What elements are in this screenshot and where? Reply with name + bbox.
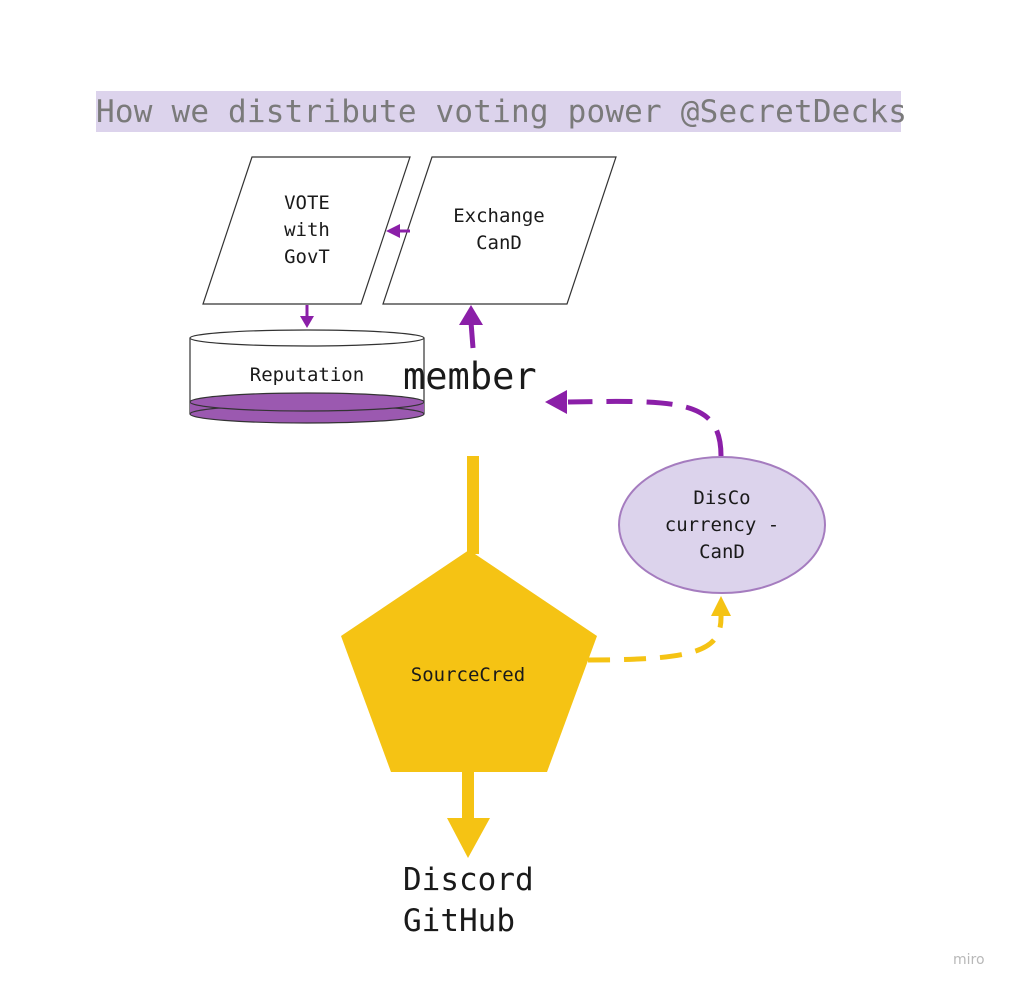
vote-parallelogram[interactable] bbox=[202, 156, 411, 305]
exchange-label: Exchange CanD bbox=[453, 205, 545, 254]
member-to-exchange-arrow bbox=[468, 321, 476, 349]
disco-ellipse[interactable] bbox=[618, 456, 826, 594]
member-label[interactable]: member bbox=[403, 355, 537, 398]
exchange-to-vote-arrowhead bbox=[386, 224, 400, 238]
sourcecred-to-sources-arrowhead bbox=[447, 818, 490, 858]
miro-watermark: miro bbox=[953, 952, 985, 968]
reputation-cylinder[interactable] bbox=[189, 329, 425, 424]
sourcecred-to-disco-arrow bbox=[587, 614, 724, 663]
sourcecred-label: SourceCred bbox=[410, 664, 526, 686]
disco-label: DisCo currency - CanD bbox=[664, 487, 780, 563]
diagram-title: How we distribute voting power @SecretDe… bbox=[96, 94, 908, 130]
title-highlight bbox=[96, 91, 901, 132]
vote-label: VOTE with GovT bbox=[284, 192, 330, 268]
member-to-exchange-arrowhead bbox=[459, 305, 483, 325]
disco-to-member-arrowhead bbox=[545, 390, 567, 414]
disco-to-member-arrow bbox=[567, 398, 724, 457]
vote-to-reputation-arrowhead bbox=[300, 316, 314, 328]
member-to-sourcecred-connector bbox=[467, 456, 479, 554]
sourcecred-to-sources-shaft bbox=[462, 772, 474, 822]
sourcecred-pentagon[interactable] bbox=[341, 550, 597, 772]
sourcecred-to-disco-arrowhead bbox=[711, 596, 731, 616]
sources-label[interactable]: Discord GitHub bbox=[403, 862, 534, 939]
reputation-label: Reputation bbox=[249, 364, 365, 386]
exchange-parallelogram[interactable] bbox=[382, 156, 617, 305]
